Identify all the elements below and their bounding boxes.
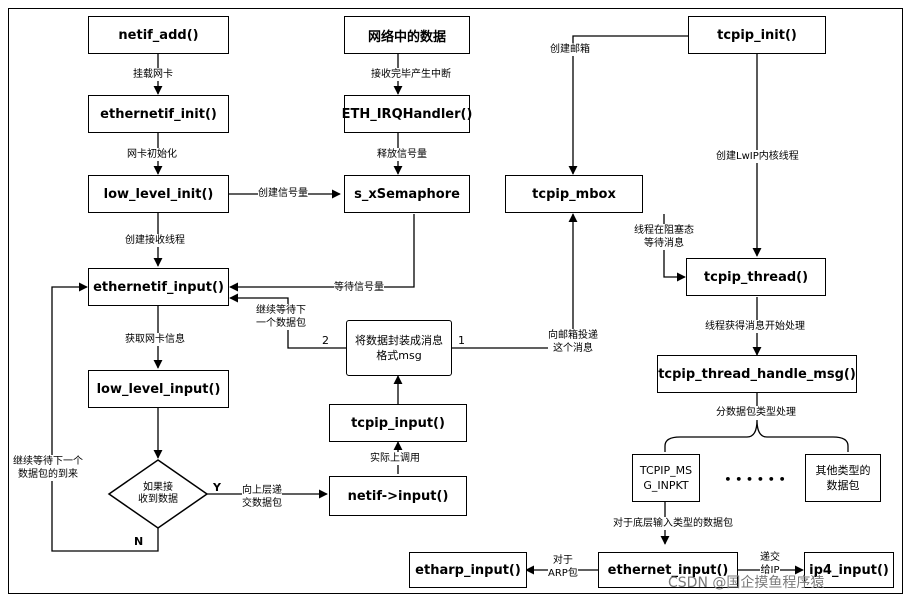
node-encapsulate-msg: 将数据封装成消息 格式msg	[346, 320, 452, 376]
label-dispatch-by-type: 分数据包类型处理	[716, 406, 796, 419]
node-s-xsemaphore: s_xSemaphore	[344, 175, 470, 213]
node-ethernetif-init: ethernetif_init()	[88, 95, 229, 133]
node-network-data: 网络中的数据	[344, 16, 470, 54]
edge-msg-to-mailbox	[452, 213, 578, 349]
node-etharp-input: etharp_input()	[409, 552, 527, 588]
edge-semaphore-to-ethernetif-input	[229, 214, 415, 292]
node-tcpip-thread-handle-msg: tcpip_thread_handle_msg()	[657, 355, 857, 393]
node-eth-irq-handler: ETH_IRQHandler()	[342, 95, 472, 133]
node-tcpip-input: tcpip_input()	[329, 404, 467, 442]
node-ethernetif-input: ethernetif_input()	[88, 268, 229, 306]
label-rx-complete-irq: 接收完毕产生中断	[371, 68, 451, 81]
label-thread-got-msg: 线程获得消息开始处理	[705, 320, 805, 333]
node-ellipsis: • • • • • •	[724, 473, 786, 486]
label-deliver-ip: 递交 给IP	[760, 551, 780, 577]
label-for-arp: 对于 ARP包	[548, 554, 578, 580]
label-create-mailbox: 创建邮箱	[550, 43, 590, 56]
edge-tcpip-init-to-mailbox	[568, 35, 688, 175]
node-tcpip-msg-inpkt: TCPIP_MS G_INPKT	[632, 454, 700, 502]
node-netif-add: netif_add()	[88, 16, 229, 54]
watermark-text: CSDN @国企摸鱼程序猿	[668, 575, 825, 591]
brace	[664, 419, 849, 452]
label-get-nic-info: 获取网卡信息	[125, 333, 185, 346]
label-create-rx-thread: 创建接收线程	[125, 234, 185, 247]
diagram-frame	[8, 8, 903, 594]
label-num-2: 2	[322, 334, 329, 347]
node-tcpip-init: tcpip_init()	[688, 16, 826, 54]
label-yes: Y	[213, 481, 221, 494]
label-nic-init: 网卡初始化	[127, 148, 177, 161]
label-no: N	[134, 535, 144, 548]
label-num-1: 1	[458, 334, 465, 347]
label-continue-wait-next: 继续等待下一个 数据包的到来	[13, 455, 83, 481]
node-other-types: 其他类型的 数据包	[805, 454, 881, 502]
decision-text: 如果接 收到数据	[138, 482, 178, 505]
node-tcpip-mbox: tcpip_mbox	[505, 175, 643, 213]
label-create-semaphore: 创建信号量	[258, 187, 308, 200]
node-ip4-input: ip4_input()	[804, 552, 894, 588]
label-mount-nic: 挂载网卡	[133, 68, 173, 81]
label-continue-wait-packet: 继续等待下 一个数据包	[256, 304, 306, 330]
label-wait-semaphore: 等待信号量	[334, 281, 384, 294]
label-release-semaphore: 释放信号量	[377, 148, 427, 161]
node-low-level-init: low_level_init()	[88, 175, 229, 213]
label-create-lwip-thread: 创建LwIP内核线程	[716, 150, 799, 163]
edge-decision-no-loop	[51, 282, 159, 552]
label-pass-upper: 向上层递 交数据包	[242, 484, 282, 510]
label-send-to-mailbox: 向邮箱投递 这个消息	[548, 329, 598, 355]
node-tcpip-thread: tcpip_thread()	[686, 258, 826, 296]
label-for-lower-input: 对于底层输入类型的数据包	[613, 517, 733, 530]
label-thread-blocked: 线程在阻塞态 等待消息	[634, 224, 694, 250]
node-ethernet-input: ethernet_input()	[598, 552, 738, 588]
node-low-level-input: low_level_input()	[88, 370, 229, 408]
label-actually-calls: 实际上调用	[370, 452, 420, 465]
node-netif-input: netif->input()	[329, 476, 467, 516]
